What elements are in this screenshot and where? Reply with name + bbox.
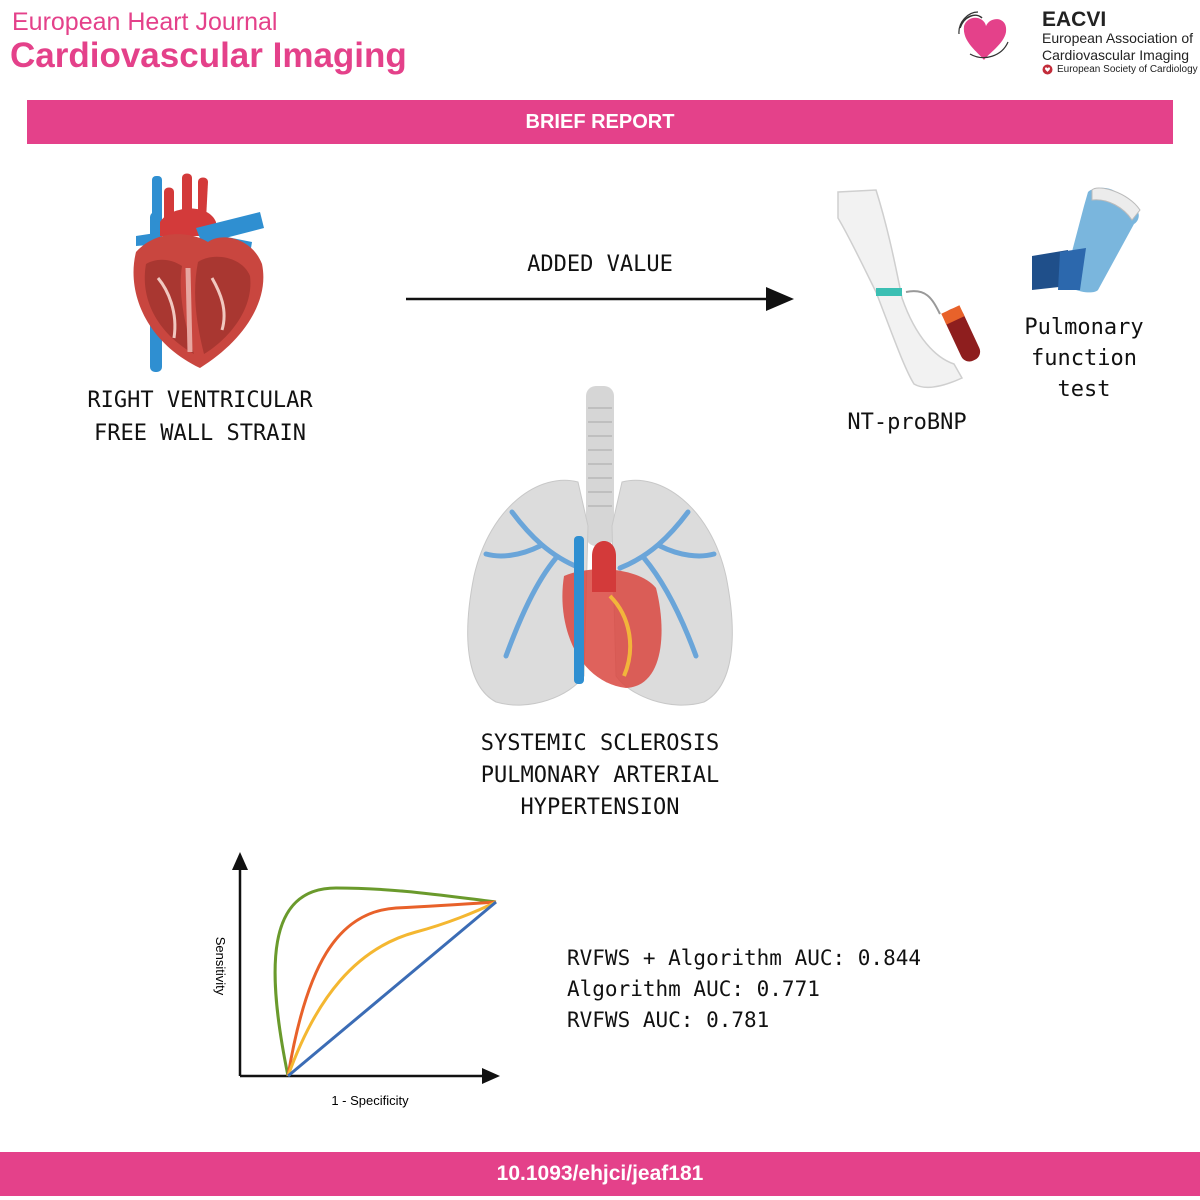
roc-chart: Sensitivity 1 - Specificity [213,852,500,1108]
y-axis-label: Sensitivity [213,937,228,996]
banner-label: BRIEF REPORT [525,110,675,133]
auc-result-2: Algorithm AUC: 0.771 [567,977,820,1001]
auc-result-1: RVFWS + Algorithm AUC: 0.844 [567,946,922,970]
auc-result-3: RVFWS AUC: 0.781 [567,1008,770,1032]
heart-label-line-1: RIGHT VENTRICULAR [87,388,313,413]
blood-draw-arm-icon [837,189,981,389]
doi-text: 10.1093/ehjci/jeaf181 [496,1162,704,1185]
pulmonary-label-line-3: test [1057,377,1111,402]
auc-results: RVFWS + Algorithm AUC: 0.844 Algorithm A… [567,943,987,1036]
roc-curve-3 [286,900,497,1077]
inhaler-icon [1032,187,1141,293]
disease-label-line-1: SYSTEMIC SCLEROSIS [480,731,720,756]
pulmonary-label-line-1: Pulmonary [1024,315,1144,340]
blood-test-label: NT-proBNP [847,410,967,435]
esc-heart-icon [1042,64,1053,75]
x-axis-arrowhead-icon [482,1068,500,1084]
parent-org: European Society of Cardiology [1042,64,1198,75]
org-full-name: European Association of Cardiovascular I… [1042,30,1193,63]
roc-curve-4 [287,900,497,1078]
lungs-heart-icon [467,386,733,706]
roc-curve-1 [273,886,497,1077]
heart-label-line-2: FREE WALL STRAIN [94,421,306,446]
parent-org-name: European Society of Cardiology [1057,64,1198,75]
pulmonary-label: Pulmonary function test [996,312,1172,405]
heart-label: RIGHT VENTRICULAR FREE WALL STRAIN [20,384,380,450]
heart-anatomy-icon [133,173,264,372]
disease-label-line-3: HYPERTENSION [520,795,680,820]
brief-report-banner: BRIEF REPORT [27,100,1173,144]
roc-curve-2 [286,900,497,1077]
journal-subtitle: Cardiovascular Imaging [10,36,407,75]
eacvi-heart-logo-icon [958,11,1009,60]
disease-label: SYSTEMIC SCLEROSIS PULMONARY ARTERIAL HY… [400,728,800,824]
pulmonary-label-line-2: function [1031,346,1137,371]
y-axis-arrowhead-icon [232,852,248,870]
org-acronym: EACVI [1042,8,1107,31]
right-arrow-icon [406,287,794,311]
disease-label-line-2: PULMONARY ARTERIAL [480,763,720,788]
journal-name: European Heart Journal [12,8,278,36]
roc-curves [273,886,497,1078]
x-axis-label: 1 - Specificity [331,1093,409,1108]
arrow-label: ADDED VALUE [527,252,673,277]
doi-footer: 10.1093/ehjci/jeaf181 [0,1152,1200,1196]
